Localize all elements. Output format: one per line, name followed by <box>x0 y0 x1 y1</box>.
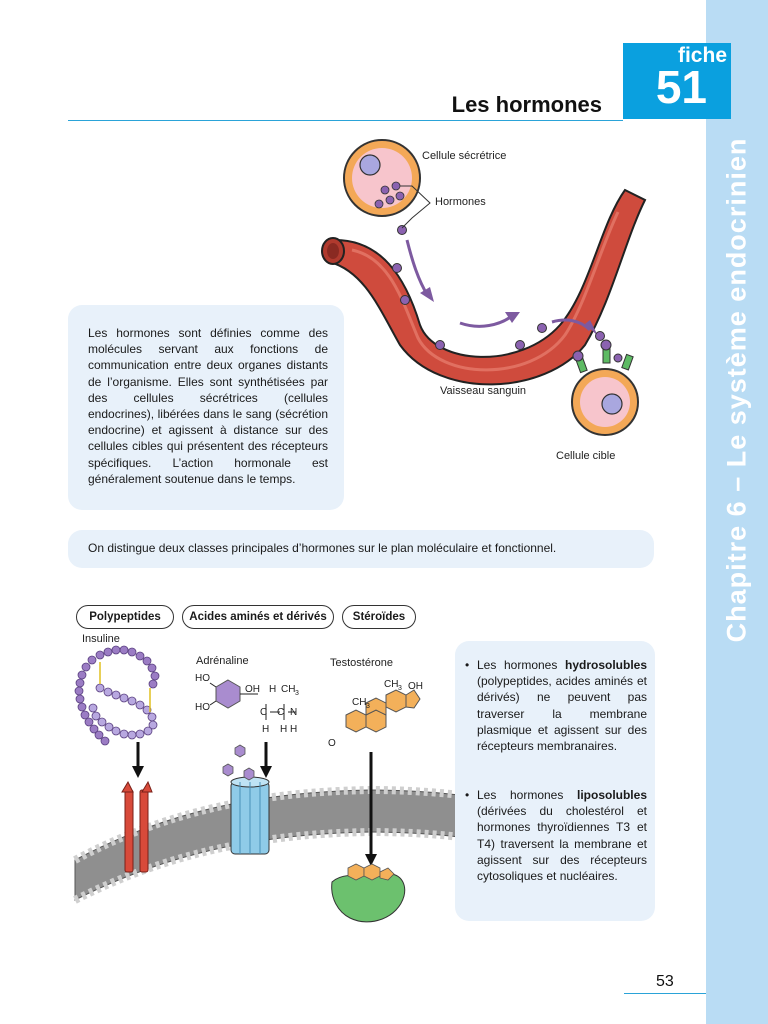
page-title: Les hormones <box>451 92 602 117</box>
bullet-hydro-term: hydrosolubles <box>564 658 647 672</box>
insulin-molecule <box>74 645 160 746</box>
target-cell-illustration <box>571 331 639 436</box>
label-adrenaline: Adrénaline <box>196 655 249 667</box>
bullet-hydro-text: (polypeptides, acides aminés et dérivés)… <box>477 674 647 754</box>
title-rule <box>68 120 623 121</box>
pill-amino-acids: Acides aminés et dérivés <box>182 605 334 629</box>
membrane-channel <box>230 776 270 855</box>
svg-text:N: N <box>290 707 297 718</box>
adrenaline-molecule <box>209 679 296 720</box>
svg-text:HO: HO <box>195 702 210 713</box>
hormone-classes-box: Les hormones hydrosolubles (polypeptides… <box>455 641 655 921</box>
fiche-number: 51 <box>655 61 707 113</box>
bullet-hydrosoluble: Les hormones hydrosolubles (polypeptides… <box>465 657 647 754</box>
page-number: 53 <box>656 973 674 990</box>
label-hormones: Hormones <box>435 196 486 208</box>
svg-text:OH: OH <box>408 681 423 692</box>
fiche-badge <box>623 43 731 119</box>
svg-text:CH: CH <box>281 684 295 695</box>
cytosolic-receptor <box>331 863 406 923</box>
label-secretory-cell: Cellule sécrétrice <box>422 150 507 162</box>
intro-text-box: Les hormones sont définies comme des mol… <box>68 305 344 510</box>
insulin-receptor <box>121 780 153 873</box>
svg-text:H: H <box>290 724 297 735</box>
label-blood-vessel: Vaisseau sanguin <box>440 385 527 397</box>
intro-paragraph: Les hormones sont définies comme des mol… <box>88 326 328 486</box>
svg-text:OH: OH <box>245 684 260 695</box>
bullet-lipo-prefix: Les hormones <box>477 788 577 802</box>
testosterone-molecule <box>345 689 421 733</box>
pill-steroids: Stéroïdes <box>342 605 416 629</box>
svg-text:C: C <box>277 707 284 718</box>
svg-text:CH: CH <box>352 697 366 708</box>
svg-text:O: O <box>328 738 336 749</box>
secretory-cell-illustration <box>343 139 421 235</box>
bullet-lipo-term: liposolubles <box>576 788 647 802</box>
fiche-label: fiche <box>677 44 727 67</box>
svg-text:3: 3 <box>398 685 402 692</box>
svg-text:C: C <box>260 707 267 718</box>
svg-text:H: H <box>269 684 276 695</box>
svg-text:CH: CH <box>384 679 398 690</box>
svg-text:HO: HO <box>195 673 210 684</box>
svg-text:3: 3 <box>295 690 299 697</box>
svg-text:3: 3 <box>366 703 370 710</box>
classes-text-box: On distingue deux classes principales d’… <box>68 530 654 568</box>
pill-polypeptides: Polypeptides <box>76 605 174 629</box>
blood-vessel-illustration <box>321 188 647 386</box>
classes-sentence: On distingue deux classes principales d’… <box>88 541 557 555</box>
label-testosterone: Testostérone <box>330 657 393 669</box>
label-target-cell: Cellule cible <box>556 450 616 462</box>
chapter-sidebar <box>706 0 768 1024</box>
bullet-lipo-text: (dérivées du cholestérol et hormones thy… <box>477 804 647 884</box>
bullet-hydro-prefix: Les hormones <box>477 658 565 672</box>
svg-text:H: H <box>280 724 287 735</box>
svg-text:H: H <box>262 724 269 735</box>
page-number-rule <box>624 993 706 994</box>
bullet-liposoluble: Les hormones liposolubles (dérivées du c… <box>465 787 647 884</box>
label-insulin: Insuline <box>82 633 120 645</box>
